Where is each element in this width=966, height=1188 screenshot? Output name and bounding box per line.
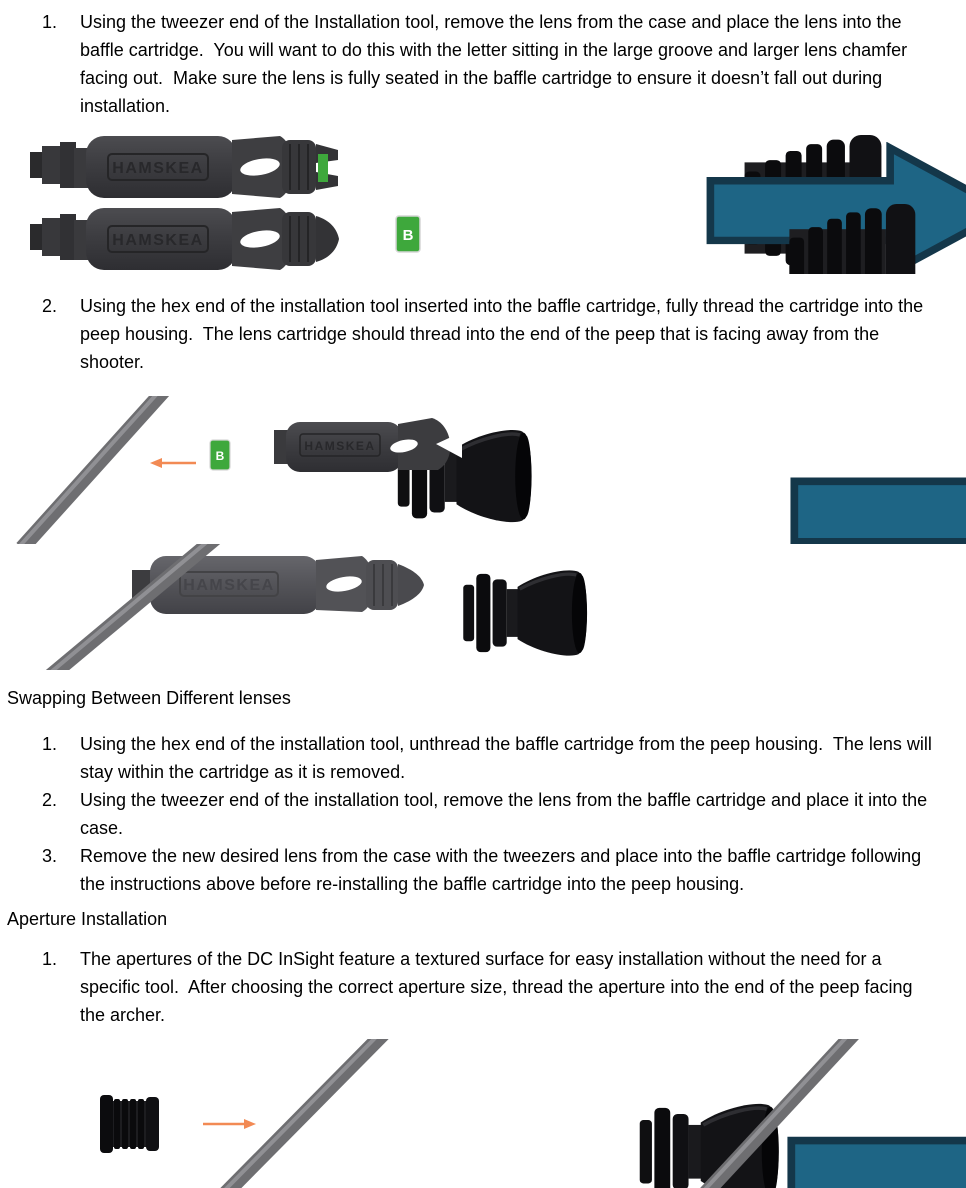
blue-arrow-icon	[794, 448, 966, 544]
step-text: Remove the new desired lens from the cas…	[80, 846, 927, 894]
swap-steps-list: 1. Using the hex end of the installation…	[0, 730, 966, 898]
bowstring-image	[45, 544, 221, 670]
figure-aperture-install	[0, 1039, 966, 1188]
step-number: 1.	[42, 949, 58, 969]
aperture-installation-heading: Aperture Installation	[7, 909, 168, 929]
step-text: Using the hex end of the installation to…	[80, 734, 937, 782]
figure-thread-cartridge-into-peep: B HAMSKEA	[0, 396, 966, 544]
lens-tab	[209, 439, 231, 471]
swap-step-3: 3. Remove the new desired lens from the …	[42, 842, 948, 898]
lens-edge	[318, 154, 328, 182]
step-number: 3.	[42, 846, 58, 866]
lens-tab	[395, 215, 421, 253]
baffle-cartridge-image: B	[395, 204, 915, 274]
tool-brand-text: HAMSKEA	[112, 232, 203, 249]
figure-3-svg: HAMSKEA	[45, 544, 966, 670]
swap-lenses-heading: Swapping Between Different lenses	[7, 688, 291, 708]
installation-tool-with-cartridge-image: HAMSKEA	[30, 135, 881, 274]
orange-arrow-right-icon	[203, 1119, 256, 1129]
step-number: 1.	[42, 12, 58, 32]
peep-housing-image	[463, 570, 587, 655]
figure-tool-in-peep: HAMSKEA	[0, 544, 966, 670]
figure-tool-and-cartridge: HAMSKEA HAMSK	[0, 128, 966, 274]
install-step-1: 1. Using the tweezer end of the Installa…	[42, 8, 948, 120]
tool-brand-text: HAMSKEA	[112, 160, 203, 177]
step-text: Using the hex end of the installation to…	[80, 296, 929, 372]
blue-arrow-icon	[791, 1107, 966, 1188]
installation-tool-image: HAMSKEA	[30, 208, 339, 270]
bowstring-image	[16, 396, 170, 544]
installation-tool-rear-image: HAMSKEA	[132, 556, 424, 614]
aperture-image	[100, 1095, 159, 1153]
aperture-steps-list: 1. The apertures of the DC InSight featu…	[0, 945, 966, 1029]
step-text: The apertures of the DC InSight feature …	[80, 949, 918, 1025]
tool-brand-text: HAMSKEA	[183, 577, 274, 594]
step-number: 2.	[42, 296, 58, 316]
orange-arrow-left-icon	[150, 458, 196, 468]
lens-letter-text: B	[403, 227, 414, 244]
figure-1-svg: HAMSKEA HAMSK	[30, 128, 966, 274]
aperture-step-1: 1. The apertures of the DC InSight featu…	[42, 945, 948, 1029]
bowstring-image	[700, 1039, 859, 1188]
step-text: Using the tweezer end of the Installatio…	[80, 12, 913, 116]
install-step-2: 2. Using the hex end of the installation…	[42, 292, 948, 376]
lens-letter-text: B	[216, 449, 225, 463]
step-number: 2.	[42, 790, 58, 810]
bowstring-image	[220, 1039, 389, 1188]
tool-brand-text: HAMSKEA	[304, 439, 375, 453]
figure-4-svg	[100, 1039, 966, 1188]
figure-2-svg: B HAMSKEA	[16, 396, 966, 544]
step-text: Using the tweezer end of the installatio…	[80, 790, 933, 838]
tool-holding-cartridge-image: B HAMSKEA	[209, 418, 462, 472]
swap-step-2: 2. Using the tweezer end of the installa…	[42, 786, 948, 842]
step-number: 1.	[42, 734, 58, 754]
swap-step-1: 1. Using the hex end of the installation…	[42, 730, 948, 786]
